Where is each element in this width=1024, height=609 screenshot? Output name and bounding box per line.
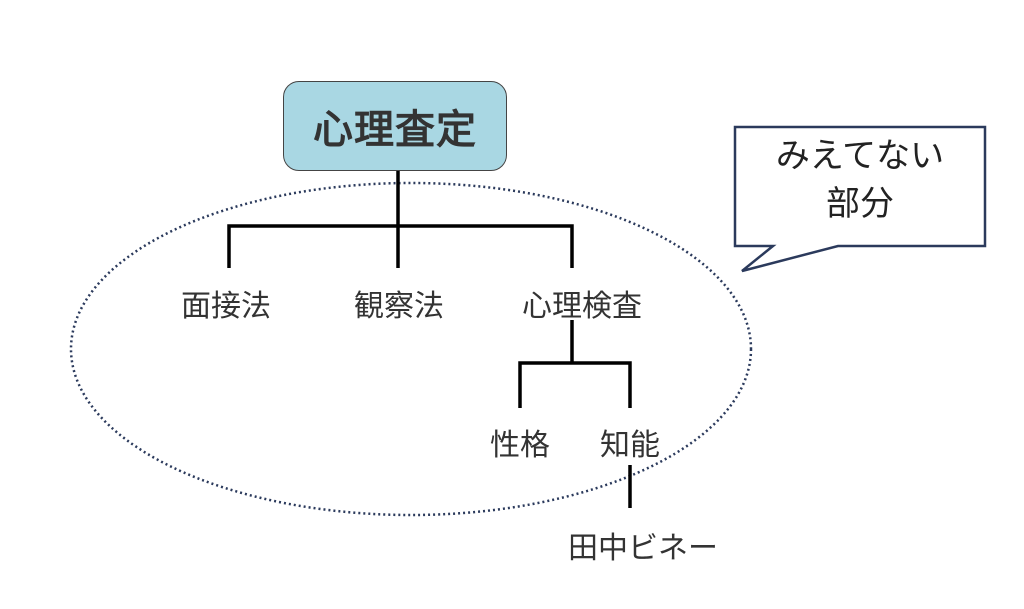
level1-bracket: [227, 224, 574, 268]
root-node-label: 心理査定: [313, 107, 477, 153]
root-node: 心理査定: [283, 81, 507, 171]
node-shinri-kensa: 心理検査: [522, 289, 642, 324]
callout-line-2: 部分: [826, 184, 894, 224]
callout-bubble: [733, 125, 987, 273]
connectors: [227, 171, 632, 508]
node-seikaku: 性格: [490, 428, 550, 463]
node-chinou: 知能: [600, 428, 660, 463]
callout-text: みえてない 部分: [737, 132, 983, 228]
level2-bracket: [518, 361, 632, 408]
callout-line-1: みえてない: [775, 136, 945, 176]
hidden-area-ellipse: [69, 181, 753, 517]
node-kansatsu: 観察法: [354, 289, 444, 324]
node-tanaka-binet: 田中ビネー: [568, 531, 718, 566]
node-mensetsu: 面接法: [181, 289, 271, 324]
